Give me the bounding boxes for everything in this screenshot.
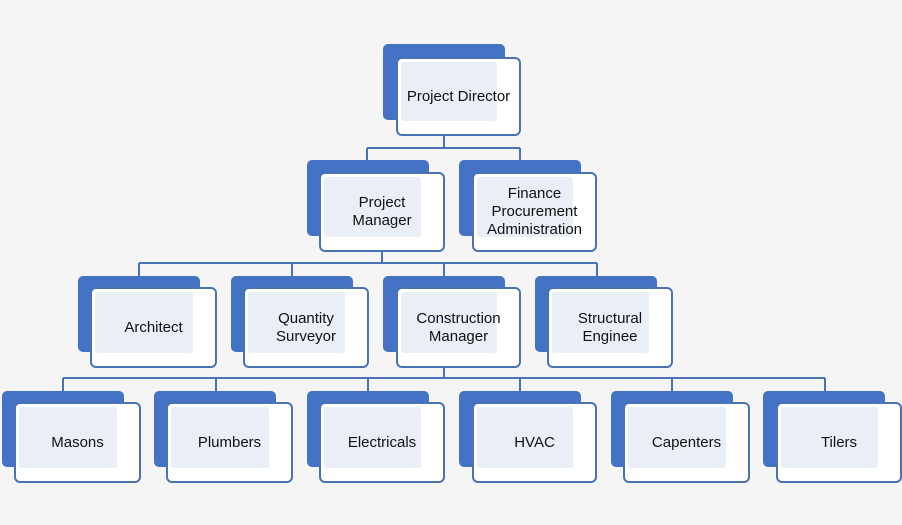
node-box: Tilers — [776, 402, 902, 483]
node-label: Construction Manager — [416, 309, 501, 345]
node-box: Construction Manager — [396, 287, 521, 368]
node-project-director: Project Director — [383, 44, 521, 136]
node-label: HVAC — [514, 433, 555, 451]
node-box: Electricals — [319, 402, 445, 483]
node-box: Architect — [90, 287, 217, 368]
node-label: Tilers — [820, 433, 858, 451]
node-project-manager: Project Manager — [307, 160, 445, 252]
node-label: Capenters — [651, 433, 722, 451]
node-tilers: Tilers — [763, 391, 902, 483]
node-box: Finance Procurement Administration — [472, 172, 597, 252]
node-box: Plumbers — [166, 402, 293, 483]
node-hvac: HVAC — [459, 391, 597, 483]
node-construction-manager: Construction Manager — [383, 276, 521, 368]
node-quantity-surveyor: Quantity Surveyor — [231, 276, 369, 368]
node-label: Electricals — [347, 433, 417, 451]
node-label: Plumbers — [197, 433, 262, 451]
node-label: Masons — [51, 433, 104, 451]
node-label: Architect — [124, 318, 183, 336]
node-label: Project Manager — [352, 194, 412, 229]
node-box: Structural Enginee — [547, 287, 673, 368]
node-architect: Architect — [78, 276, 217, 368]
node-box: Masons — [14, 402, 141, 483]
node-box: Project Director — [396, 57, 521, 136]
node-label: Project Director — [406, 87, 511, 105]
node-structural-engineer: Structural Enginee — [535, 276, 673, 368]
node-box: Project Manager — [319, 172, 445, 252]
node-box: HVAC — [472, 402, 597, 483]
node-label: Quantity Surveyor — [275, 309, 337, 345]
node-box: Quantity Surveyor — [243, 287, 369, 368]
node-finance-procurement-administration: Finance Procurement Administration — [459, 160, 597, 252]
node-plumbers: Plumbers — [154, 391, 293, 483]
node-masons: Masons — [2, 391, 141, 483]
node-label: Finance Procurement Administration — [486, 185, 583, 238]
node-box: Capenters — [623, 402, 750, 483]
node-label: Structural Enginee — [577, 309, 643, 345]
node-capenters: Capenters — [611, 391, 750, 483]
node-electricals: Electricals — [307, 391, 445, 483]
